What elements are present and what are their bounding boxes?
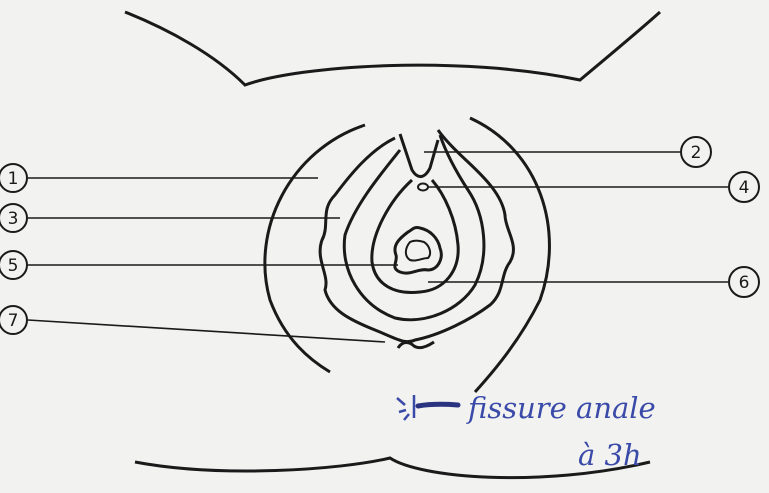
- top-contour: [125, 12, 660, 85]
- annotation-line-1: fissure anale: [466, 391, 656, 425]
- clitoral-hood: [400, 134, 438, 177]
- callout-4: 4: [729, 172, 759, 202]
- annotation-line-2: à 3h: [578, 438, 642, 472]
- callout-6: 6: [729, 267, 759, 297]
- vaginal-orifice: [395, 227, 441, 273]
- callout-1: 1: [0, 164, 27, 192]
- svg-text:2: 2: [691, 143, 702, 163]
- svg-text:4: 4: [739, 178, 750, 198]
- svg-text:5: 5: [8, 256, 19, 276]
- fourchette-mark: [398, 342, 434, 348]
- vaginal-orifice-inner: [406, 241, 430, 261]
- callout-7: 7: [0, 306, 27, 334]
- inner-zone: [372, 180, 458, 293]
- callout-2: 2: [681, 137, 711, 167]
- svg-text:7: 7: [8, 311, 19, 331]
- fissure-marker-icon: [397, 395, 458, 420]
- svg-text:3: 3: [8, 209, 19, 229]
- bottom-contour: [135, 458, 650, 478]
- outer-fold-right: [470, 118, 549, 392]
- callout-5: 5: [0, 251, 27, 279]
- svg-text:6: 6: [739, 273, 750, 293]
- urethral-meatus: [418, 184, 428, 191]
- leader-7: [28, 320, 385, 342]
- svg-text:1: 1: [8, 169, 19, 189]
- callout-3: 3: [0, 204, 27, 232]
